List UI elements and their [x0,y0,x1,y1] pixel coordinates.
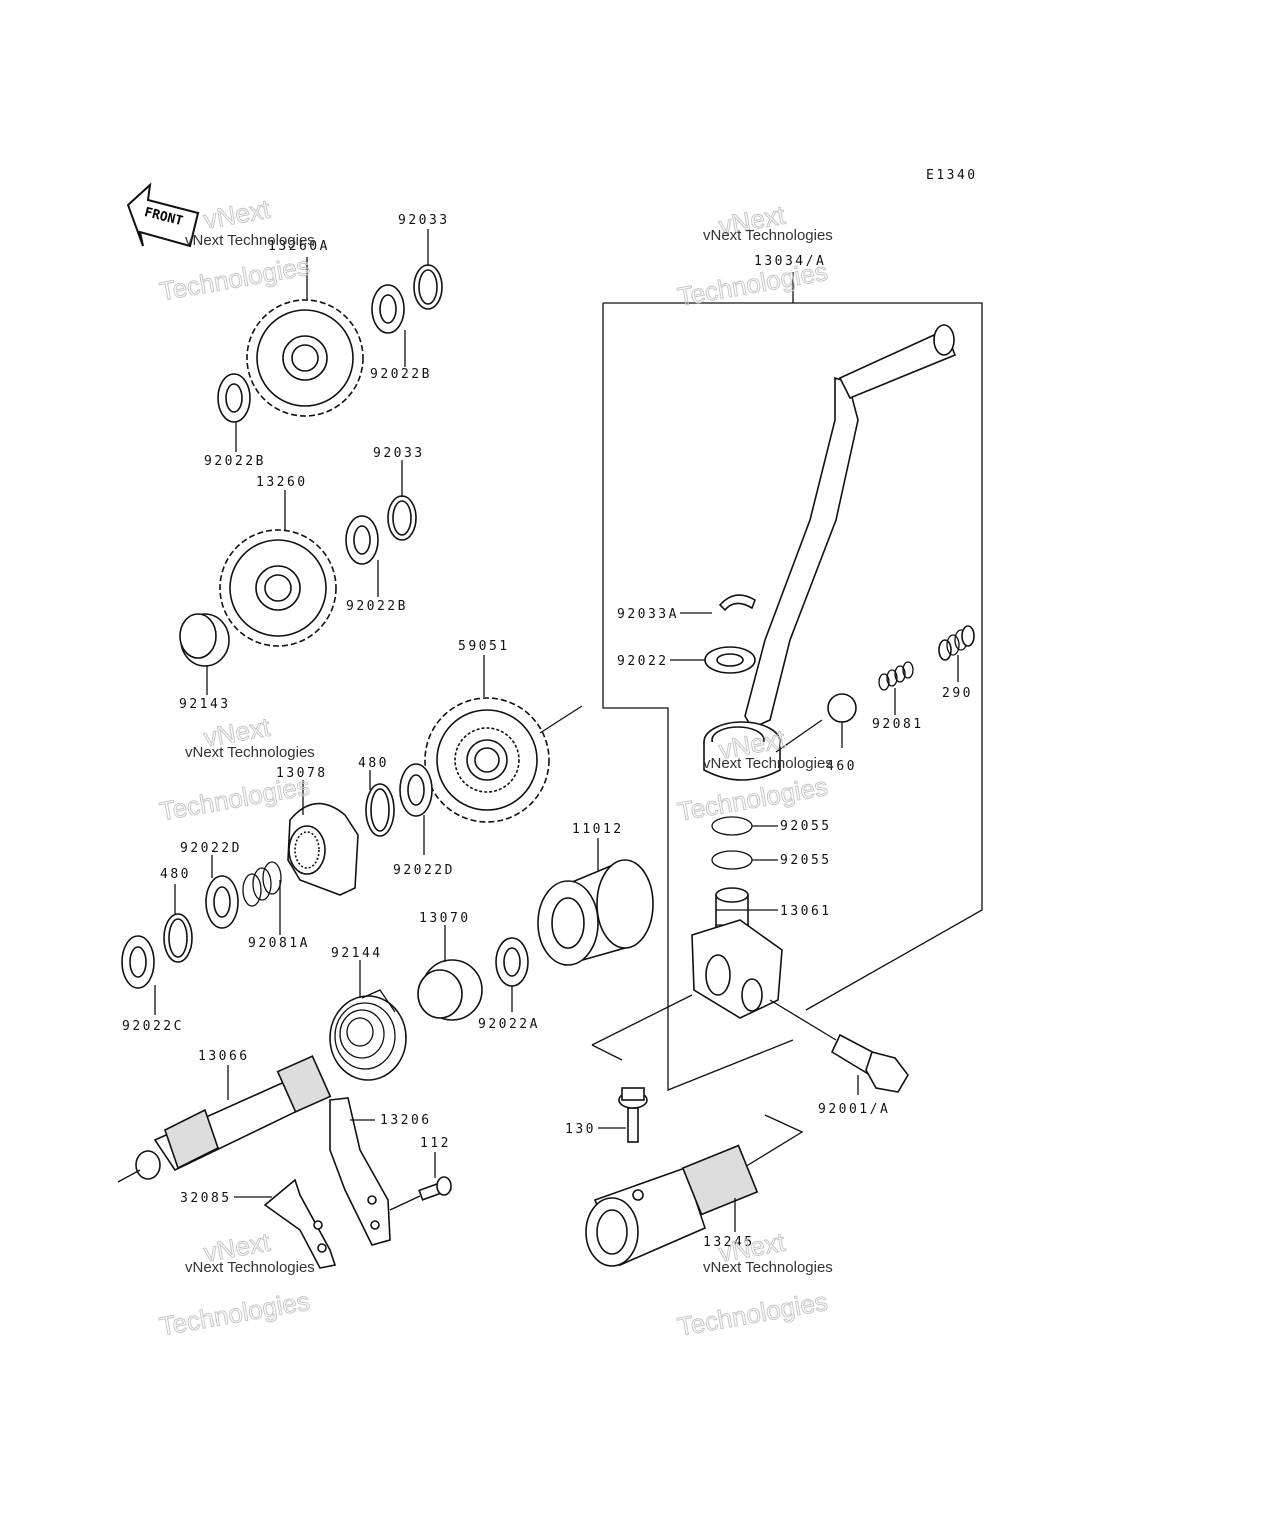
spring-290 [938,625,975,661]
screw-112 [418,1176,452,1201]
svg-text:Technologies: Technologies [675,1286,830,1342]
label-290: 290 [942,686,973,701]
label-32085: 32085 [180,1191,232,1206]
oring-92055-b [711,850,753,870]
guide-32085 [263,1178,337,1269]
bushing-92143 [179,613,230,667]
svg-text:vNext Technologies: vNext Technologies [703,755,833,772]
label-112: 112 [420,1136,451,1151]
label-92022d-b: 92022D [180,841,242,856]
svg-text:vNext Technologies: vNext Technologies [703,227,833,244]
ratchet-13078 [287,802,359,896]
svg-text:Technologies: Technologies [157,771,312,827]
label-13066: 13066 [198,1049,250,1064]
label-130: 130 [565,1122,596,1137]
label-92033-top: 92033 [398,213,450,228]
diagram-code: E1340 [926,168,978,183]
svg-text:vNext Technologies: vNext Technologies [703,1259,833,1276]
collar-11012 [537,859,654,967]
watermark-bottom-right: vNext Technologies vNext Technologies [675,1226,833,1342]
svg-text:vNext Technologies: vNext Technologies [185,232,315,249]
watermark-bottom-left: vNext Technologies vNext Technologies [157,1226,315,1342]
spring-92144 [329,989,407,1081]
bolt-92001a [830,1033,909,1093]
svg-text:Technologies: Technologies [157,251,312,307]
label-480-b: 480 [160,867,191,882]
label-92055-a: 92055 [780,819,832,834]
gear-59051 [424,697,550,823]
kick-pedal-group-frame [602,272,983,1091]
label-92143: 92143 [179,697,231,712]
label-92022b-left: 92022B [204,454,266,469]
svg-text:vNext Technologies: vNext Technologies [185,1259,315,1276]
plate-13206 [329,1097,391,1246]
gear-13260 [219,529,337,647]
kick-pedal-13034 [703,324,957,781]
label-460: 460 [826,759,857,774]
label-92033a: 92033A [617,607,679,622]
svg-text:Technologies: Technologies [157,1286,312,1342]
label-13078: 13078 [276,766,328,781]
label-13260: 13260 [256,475,308,490]
label-92055-b: 92055 [780,853,832,868]
label-92022: 92022 [617,654,669,669]
circlip-92033a [718,594,756,612]
label-92001a: 92001/A [818,1102,890,1117]
label-13206: 13206 [380,1113,432,1128]
label-13061: 13061 [780,904,832,919]
guide-13070 [417,959,483,1021]
pivot-13061 [691,887,783,1019]
spring-92081a [242,861,282,907]
label-13260a: 13260A [268,239,330,254]
label-13034a: 13034/A [754,254,826,269]
label-13245: 13245 [703,1235,755,1250]
svg-text:vNext Technologies: vNext Technologies [185,744,315,761]
label-92022b-top-right: 92022B [370,367,432,382]
bolt-130 [618,1087,648,1143]
spring-92081 [878,661,914,691]
label-92081a: 92081A [248,936,310,951]
label-92022c: 92022C [122,1019,184,1034]
label-59051: 59051 [458,639,510,654]
ball-460 [827,693,857,723]
shaft-13066 [117,1055,332,1183]
gear-13260a [246,299,364,417]
label-92033-mid: 92033 [373,446,425,461]
label-92022d-a: 92022D [393,863,455,878]
label-480-a: 480 [358,756,389,771]
label-92144: 92144 [331,946,383,961]
label-92022a: 92022A [478,1017,540,1032]
label-92081: 92081 [872,717,924,732]
front-arrow-icon: FRONT [126,182,200,248]
shaft-13245 [585,1144,759,1267]
label-92022b-mid: 92022B [346,599,408,614]
svg-text:vNext: vNext [201,194,272,235]
label-11012: 11012 [572,822,624,837]
label-13070: 13070 [419,911,471,926]
